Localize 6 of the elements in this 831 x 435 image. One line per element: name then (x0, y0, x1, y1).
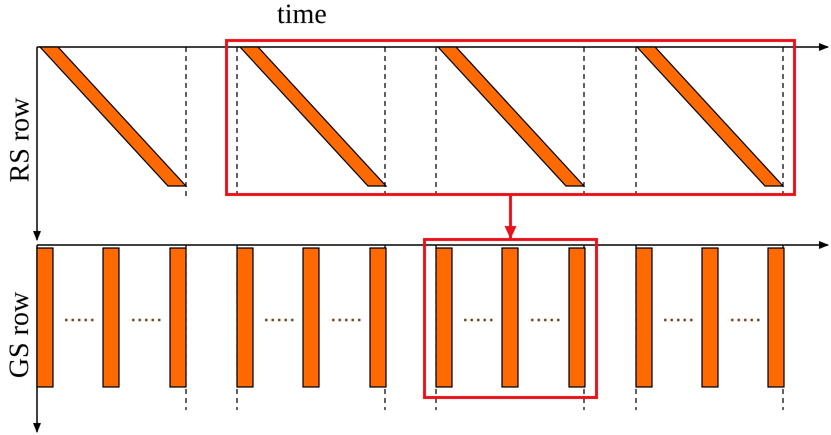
row-label: RS row (6, 98, 34, 182)
row-label: GS row (6, 292, 34, 378)
highlight-frame (423, 238, 598, 399)
highlight-frame (225, 39, 796, 196)
arrow (504, 196, 516, 239)
axis-label: time (277, 1, 327, 29)
